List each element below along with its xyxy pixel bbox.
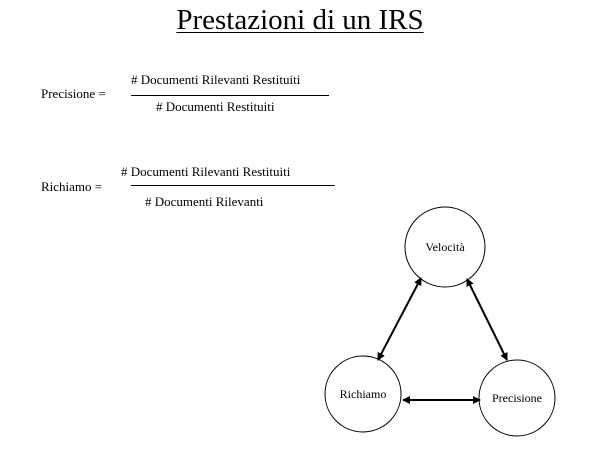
precision-label: Precisione =	[41, 86, 106, 101]
recall-node-label: Richiamo	[339, 387, 387, 401]
recall-numerator: # Documenti Rilevanti Restituiti	[121, 164, 291, 179]
velocity-node-label: Velocità	[425, 240, 465, 254]
precision-numerator: # Documenti Rilevanti Restituiti	[131, 72, 301, 87]
velocity-node-circle	[404, 206, 486, 288]
page-title: Prestazioni di un IRS	[0, 4, 600, 37]
velocity-precision-arrow	[466, 278, 508, 361]
recall-node-circle	[324, 355, 402, 433]
recall-denominator: # Documenti Rilevanti	[145, 194, 264, 209]
precision-node-label: Precisione	[492, 391, 542, 405]
recall-fraction-bar	[131, 185, 335, 186]
precision-denominator: # Documenti Restituiti	[156, 99, 275, 114]
recall-label: Richiamo =	[41, 179, 103, 194]
precision-fraction-bar	[131, 95, 329, 96]
title-text: Prestazioni di un IRS	[176, 4, 424, 36]
velocity-recall-arrow	[377, 277, 422, 361]
